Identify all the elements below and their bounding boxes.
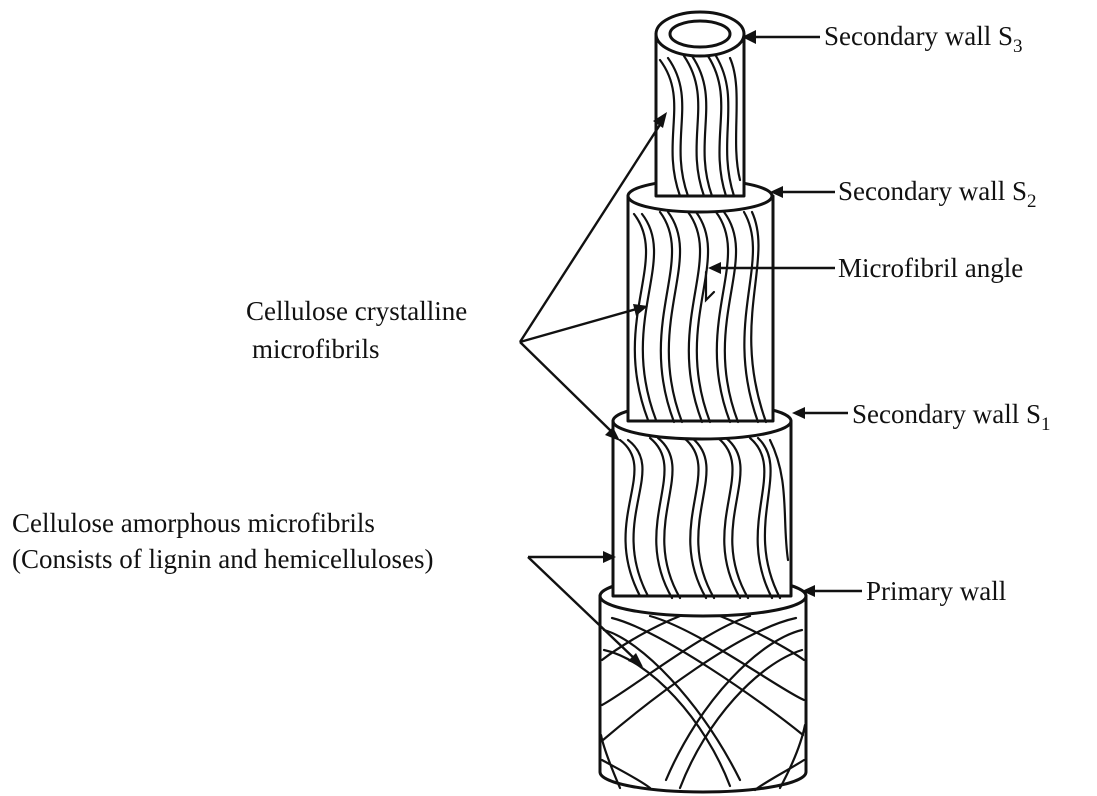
s3-leader (742, 30, 820, 44)
label-crystalline-line2: microfibrils (252, 334, 379, 364)
s1-leader (792, 407, 848, 419)
label-secondary-wall-s1: Secondary wall S1 (852, 399, 1050, 435)
secondary-wall-s3-segment (656, 12, 744, 196)
label-crystalline-line1: Cellulose crystalline (246, 296, 467, 326)
secondary-wall-s1-segment (613, 403, 791, 598)
primary-wall-segment (600, 576, 806, 792)
lumen (670, 21, 730, 47)
label-secondary-wall-s3: Secondary wall S3 (824, 21, 1022, 57)
label-amorphous-line2: (Consists of lignin and hemicelluloses) (12, 544, 433, 574)
label-microfibril-angle: Microfibril angle (838, 253, 1023, 283)
s2-leader (770, 186, 835, 198)
primary-leader (802, 585, 862, 597)
label-secondary-wall-s2: Secondary wall S2 (838, 176, 1036, 212)
label-primary-wall: Primary wall (866, 576, 1006, 606)
label-amorphous-line1: Cellulose amorphous microfibrils (12, 508, 375, 538)
secondary-wall-s2-segment (628, 180, 773, 422)
